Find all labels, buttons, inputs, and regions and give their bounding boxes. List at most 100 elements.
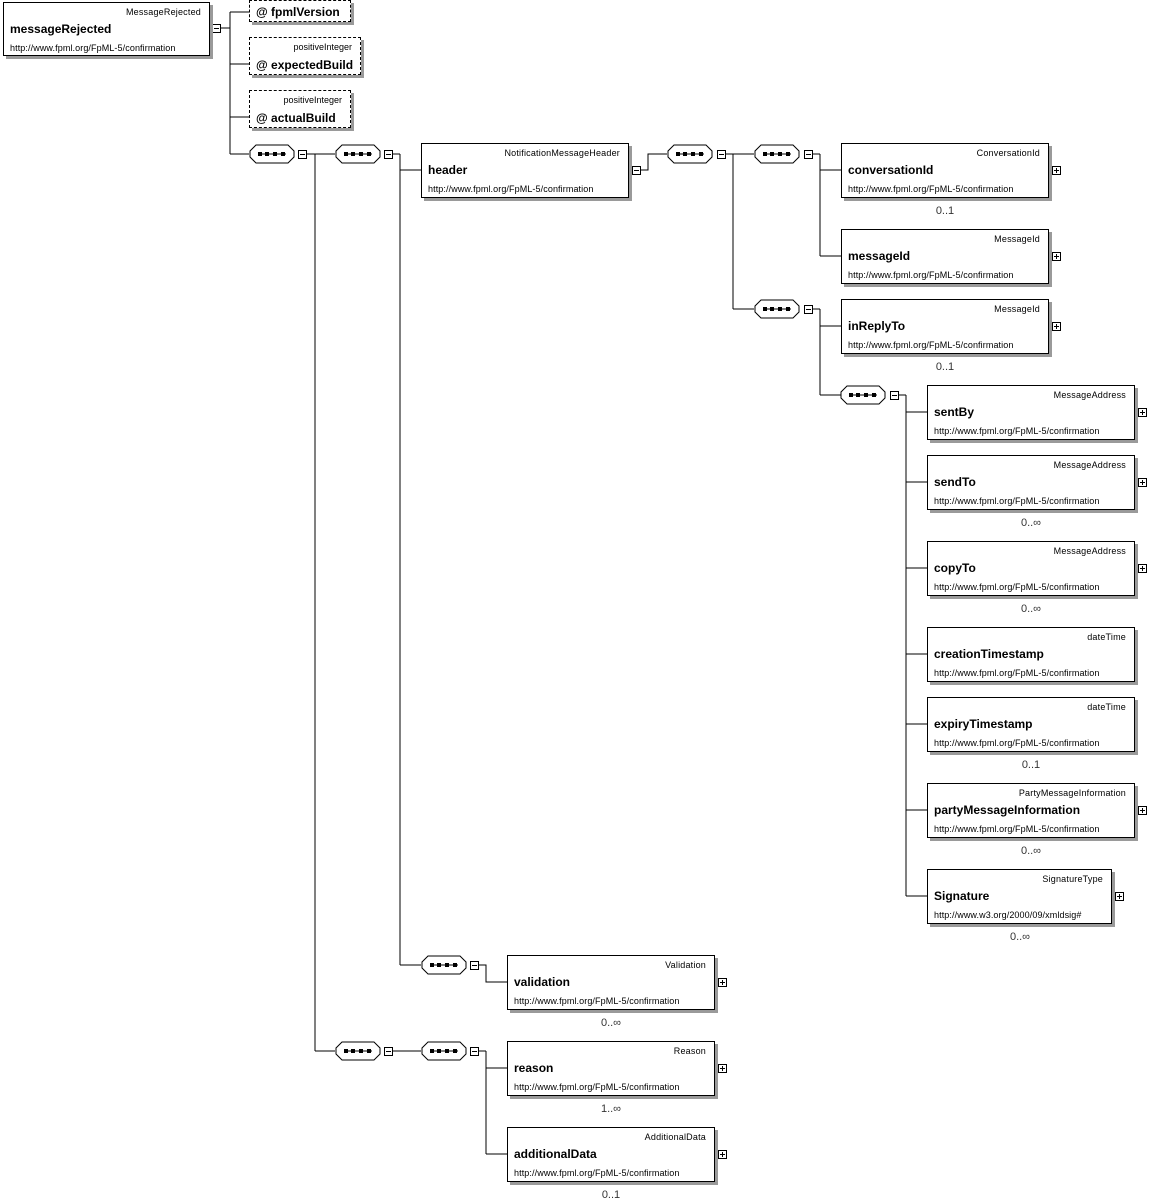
collapse-icon[interactable] <box>470 1047 479 1056</box>
element-name: messageRejected <box>10 22 112 36</box>
sequence-compositor <box>335 1041 381 1061</box>
collapse-icon[interactable] <box>384 1047 393 1056</box>
element-name: creationTimestamp <box>934 647 1044 661</box>
collapse-icon[interactable] <box>804 305 813 314</box>
element-header[interactable]: NotificationMessageHeader header http://… <box>421 143 629 198</box>
element-namespace: http://www.fpml.org/FpML-5/confirmation <box>934 426 1100 436</box>
element-namespace: http://www.fpml.org/FpML-5/confirmation <box>10 43 176 53</box>
attribute-actualBuild[interactable]: positiveInteger @ actualBuild <box>249 90 351 128</box>
collapse-icon[interactable] <box>212 24 221 33</box>
element-type: Reason <box>673 1046 706 1056</box>
collapse-icon[interactable] <box>298 150 307 159</box>
element-inReplyTo[interactable]: MessageId inReplyTo http://www.fpml.org/… <box>841 299 1049 354</box>
element-copyTo[interactable]: MessageAddress copyTo http://www.fpml.or… <box>927 541 1135 596</box>
collapse-icon[interactable] <box>890 391 899 400</box>
element-name: Signature <box>934 889 990 903</box>
cardinality-label: 0..1 <box>1021 759 1041 771</box>
attribute-label: @ actualBuild <box>256 111 336 125</box>
expand-icon[interactable] <box>1052 166 1061 175</box>
collapse-icon[interactable] <box>717 150 726 159</box>
element-creationTimestamp[interactable]: dateTime creationTimestamp http://www.fp… <box>927 627 1135 682</box>
element-type: NotificationMessageHeader <box>504 148 620 158</box>
attribute-label: @ expectedBuild <box>256 58 354 72</box>
element-type: AdditionalData <box>644 1132 706 1142</box>
element-type: PartyMessageInformation <box>1018 788 1126 798</box>
sequence-compositor <box>421 955 467 975</box>
cardinality-label: 0..∞ <box>1020 845 1042 857</box>
element-type: ConversationId <box>976 148 1040 158</box>
cardinality-label: 0..1 <box>935 361 955 373</box>
element-type: Validation <box>665 960 706 970</box>
cardinality-label: 0..∞ <box>1009 931 1031 943</box>
sequence-compositor <box>335 144 381 164</box>
sequence-compositor <box>667 144 713 164</box>
element-name: expiryTimestamp <box>934 717 1033 731</box>
element-validation[interactable]: Validation validation http://www.fpml.or… <box>507 955 715 1010</box>
element-type: dateTime <box>1087 632 1126 642</box>
collapse-icon[interactable] <box>470 961 479 970</box>
element-namespace: http://www.w3.org/2000/09/xmldsig# <box>934 910 1082 920</box>
element-type: MessageAddress <box>1053 390 1126 400</box>
element-namespace: http://www.fpml.org/FpML-5/confirmation <box>848 340 1014 350</box>
collapse-icon[interactable] <box>384 150 393 159</box>
expand-icon[interactable] <box>1138 408 1147 417</box>
expand-icon[interactable] <box>1138 806 1147 815</box>
element-type: dateTime <box>1087 702 1126 712</box>
element-name: validation <box>514 975 571 989</box>
element-type: MessageAddress <box>1053 546 1126 556</box>
cardinality-label: 0..∞ <box>1020 517 1042 529</box>
collapse-icon[interactable] <box>632 166 641 175</box>
element-conversationId[interactable]: ConversationId conversationId http://www… <box>841 143 1049 198</box>
expand-icon[interactable] <box>718 1064 727 1073</box>
attribute-fpmlVersion[interactable]: @ fpmlVersion <box>249 0 351 22</box>
attribute-type: positiveInteger <box>283 95 342 105</box>
element-namespace: http://www.fpml.org/FpML-5/confirmation <box>934 582 1100 592</box>
element-name: reason <box>514 1061 554 1075</box>
cardinality-label: 0..∞ <box>600 1017 622 1029</box>
element-messageId[interactable]: MessageId messageId http://www.fpml.org/… <box>841 229 1049 284</box>
attribute-expectedBuild[interactable]: positiveInteger @ expectedBuild <box>249 37 361 75</box>
element-name: copyTo <box>934 561 976 575</box>
element-sendTo[interactable]: MessageAddress sendTo http://www.fpml.or… <box>927 455 1135 510</box>
attribute-type: positiveInteger <box>293 42 352 52</box>
element-name: messageId <box>848 249 911 263</box>
element-additionalData[interactable]: AdditionalData additionalData http://www… <box>507 1127 715 1182</box>
element-type: MessageAddress <box>1053 460 1126 470</box>
element-namespace: http://www.fpml.org/FpML-5/confirmation <box>428 184 594 194</box>
element-namespace: http://www.fpml.org/FpML-5/confirmation <box>848 184 1014 194</box>
expand-icon[interactable] <box>1052 252 1061 261</box>
cardinality-label: 0..1 <box>601 1189 621 1201</box>
sequence-compositor <box>249 144 295 164</box>
element-name: partyMessageInformation <box>934 803 1081 817</box>
root-element-messageRejected[interactable]: MessageRejected messageRejected http://w… <box>3 2 210 56</box>
element-Signature[interactable]: SignatureType Signature http://www.w3.or… <box>927 869 1112 924</box>
expand-icon[interactable] <box>1115 892 1124 901</box>
element-namespace: http://www.fpml.org/FpML-5/confirmation <box>514 996 680 1006</box>
sequence-compositor <box>754 299 800 319</box>
element-type: MessageRejected <box>125 7 201 17</box>
element-reason[interactable]: Reason reason http://www.fpml.org/FpML-5… <box>507 1041 715 1096</box>
element-name: sendTo <box>934 475 976 489</box>
collapse-icon[interactable] <box>804 150 813 159</box>
element-name: conversationId <box>848 163 934 177</box>
element-namespace: http://www.fpml.org/FpML-5/confirmation <box>934 496 1100 506</box>
expand-icon[interactable] <box>1138 564 1147 573</box>
element-expiryTimestamp[interactable]: dateTime expiryTimestamp http://www.fpml… <box>927 697 1135 752</box>
element-type: MessageId <box>994 304 1040 314</box>
expand-icon[interactable] <box>718 978 727 987</box>
element-sentBy[interactable]: MessageAddress sentBy http://www.fpml.or… <box>927 385 1135 440</box>
element-partyMessageInformation[interactable]: PartyMessageInformation partyMessageInfo… <box>927 783 1135 838</box>
expand-icon[interactable] <box>1138 478 1147 487</box>
expand-icon[interactable] <box>1052 322 1061 331</box>
element-name: additionalData <box>514 1147 597 1161</box>
element-name: inReplyTo <box>848 319 906 333</box>
element-name: header <box>428 163 468 177</box>
cardinality-label: 1..∞ <box>600 1103 622 1115</box>
cardinality-label: 0..∞ <box>1020 603 1042 615</box>
cardinality-label: 0..1 <box>935 205 955 217</box>
sequence-compositor <box>840 385 886 405</box>
expand-icon[interactable] <box>718 1150 727 1159</box>
element-type: MessageId <box>994 234 1040 244</box>
sequence-compositor <box>421 1041 467 1061</box>
